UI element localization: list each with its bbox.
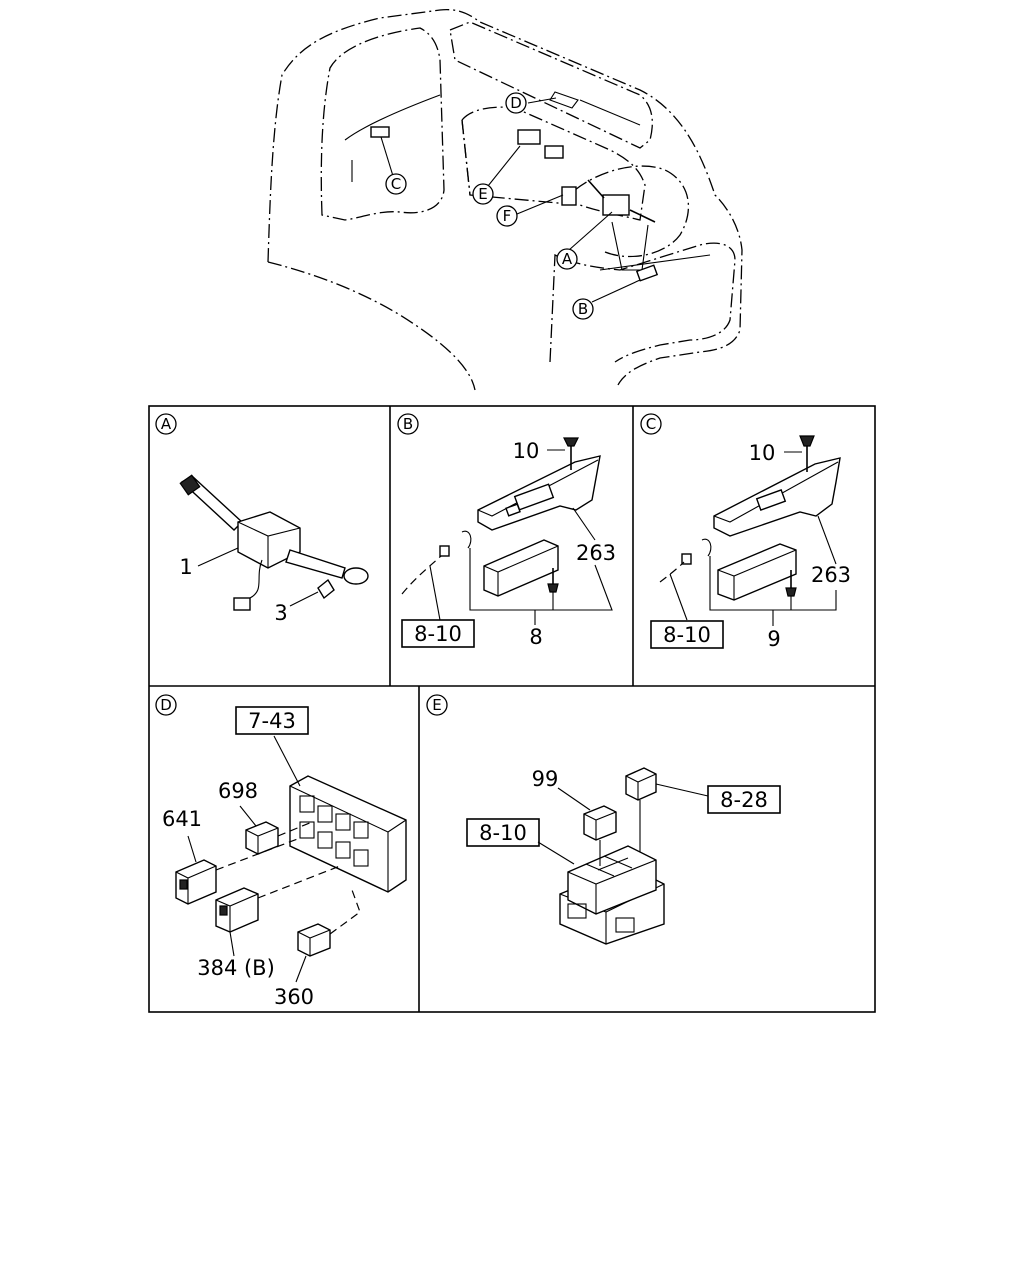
ref-box-7-43: 7-43 (235, 706, 309, 735)
panel-a: A 1 3 (155, 413, 369, 625)
callout-e: E (472, 183, 494, 205)
part-360-label: 360 (274, 985, 314, 1009)
callout-b: B (572, 298, 594, 320)
ref-box-8-28: 8-28 (707, 785, 781, 814)
svg-text:A: A (562, 250, 573, 268)
svg-text:C: C (646, 415, 656, 433)
panel-a-label: A (155, 413, 177, 435)
svg-text:8-28: 8-28 (720, 788, 768, 812)
switch-module-c (681, 538, 797, 601)
svg-text:A: A (161, 415, 172, 433)
part-10-label-c: 10 (749, 441, 776, 465)
part-263-label-b: 263 (576, 541, 616, 565)
part-9-label: 9 (767, 627, 780, 651)
svg-text:F: F (503, 207, 512, 225)
panel-d: D (155, 694, 407, 1009)
panel-e-label: E (426, 694, 448, 716)
part-263-label-c: 263 (811, 563, 851, 587)
ref-box-8-10-c: 8-10 (650, 620, 724, 649)
callout-d: D (505, 92, 527, 114)
part-99-label: 99 (532, 767, 559, 791)
svg-text:D: D (160, 696, 172, 714)
relay-8-28 (625, 767, 657, 801)
switch-641 (175, 859, 217, 905)
svg-text:8-10: 8-10 (479, 821, 527, 845)
svg-text:8-10: 8-10 (663, 623, 711, 647)
switch-698 (245, 821, 279, 855)
panel-e: E 99 8-10 (426, 694, 781, 945)
ref-box-8-10-e: 8-10 (466, 818, 540, 847)
panel-b: B 10 263 8 8-10 (397, 413, 616, 649)
cab-overview (267, 9, 743, 391)
part-1-label: 1 (179, 555, 192, 579)
window-switch-bezel (477, 437, 601, 531)
callout-a: A (556, 248, 578, 270)
part-8-label: 8 (529, 625, 542, 649)
svg-text:8-10: 8-10 (414, 622, 462, 646)
ref-box-8-10-b: 8-10 (401, 619, 475, 648)
panel-c: C 10 263 9 8-10 (640, 413, 851, 651)
relay-99 (583, 805, 617, 841)
svg-text:E: E (478, 185, 487, 203)
switch-360 (297, 923, 331, 957)
window-switch-bezel-c (713, 435, 841, 537)
svg-text:B: B (403, 415, 413, 433)
svg-text:7-43: 7-43 (248, 709, 296, 733)
panel-c-label: C (640, 413, 662, 435)
svg-text:B: B (578, 300, 588, 318)
part-384b-label: 384 (B) (197, 956, 275, 980)
panel-d-label: D (155, 694, 177, 716)
panel-grid (148, 405, 876, 1013)
switch-384b (215, 887, 259, 933)
switch-panel-bezel (289, 775, 407, 893)
overview-callout-leaders (380, 97, 641, 303)
part-641-label: 641 (162, 807, 202, 831)
switch-module (439, 530, 559, 597)
panel-b-label: B (397, 413, 419, 435)
part-3-label: 3 (274, 601, 287, 625)
callout-f: F (496, 205, 518, 227)
relay-block (559, 845, 665, 945)
part-698-label: 698 (218, 779, 258, 803)
svg-text:E: E (432, 696, 441, 714)
callout-c: C (385, 173, 407, 195)
combination-switch (179, 474, 369, 611)
svg-text:D: D (510, 94, 522, 112)
svg-text:C: C (391, 175, 401, 193)
part-10-label-b: 10 (513, 439, 540, 463)
